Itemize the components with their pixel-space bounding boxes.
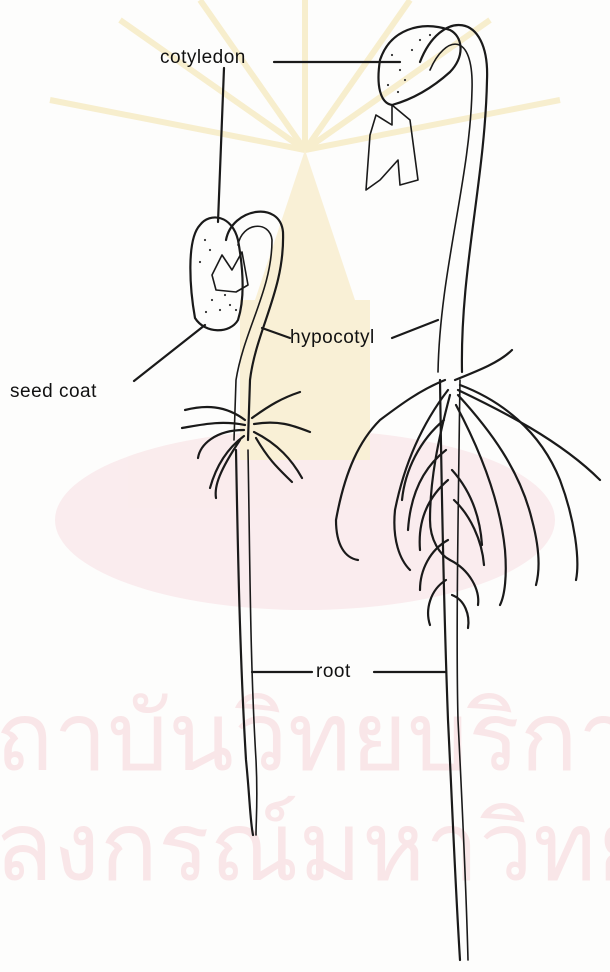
right-root-hairs (336, 350, 600, 628)
left-seed-coat (190, 217, 242, 330)
stippling (199, 34, 431, 313)
label-cotyledon: cotyledon (160, 48, 246, 67)
label-seed-coat: seed coat (10, 382, 97, 401)
right-hypocotyl (420, 25, 487, 372)
left-root (236, 450, 253, 835)
leader-lines (134, 62, 446, 672)
label-hypocotyl: hypocotyl (290, 328, 375, 347)
label-root: root (316, 662, 351, 681)
right-seedling (336, 25, 600, 960)
left-root-hairs (182, 392, 310, 498)
right-cotyledon (379, 26, 461, 105)
left-seedling (182, 212, 310, 835)
